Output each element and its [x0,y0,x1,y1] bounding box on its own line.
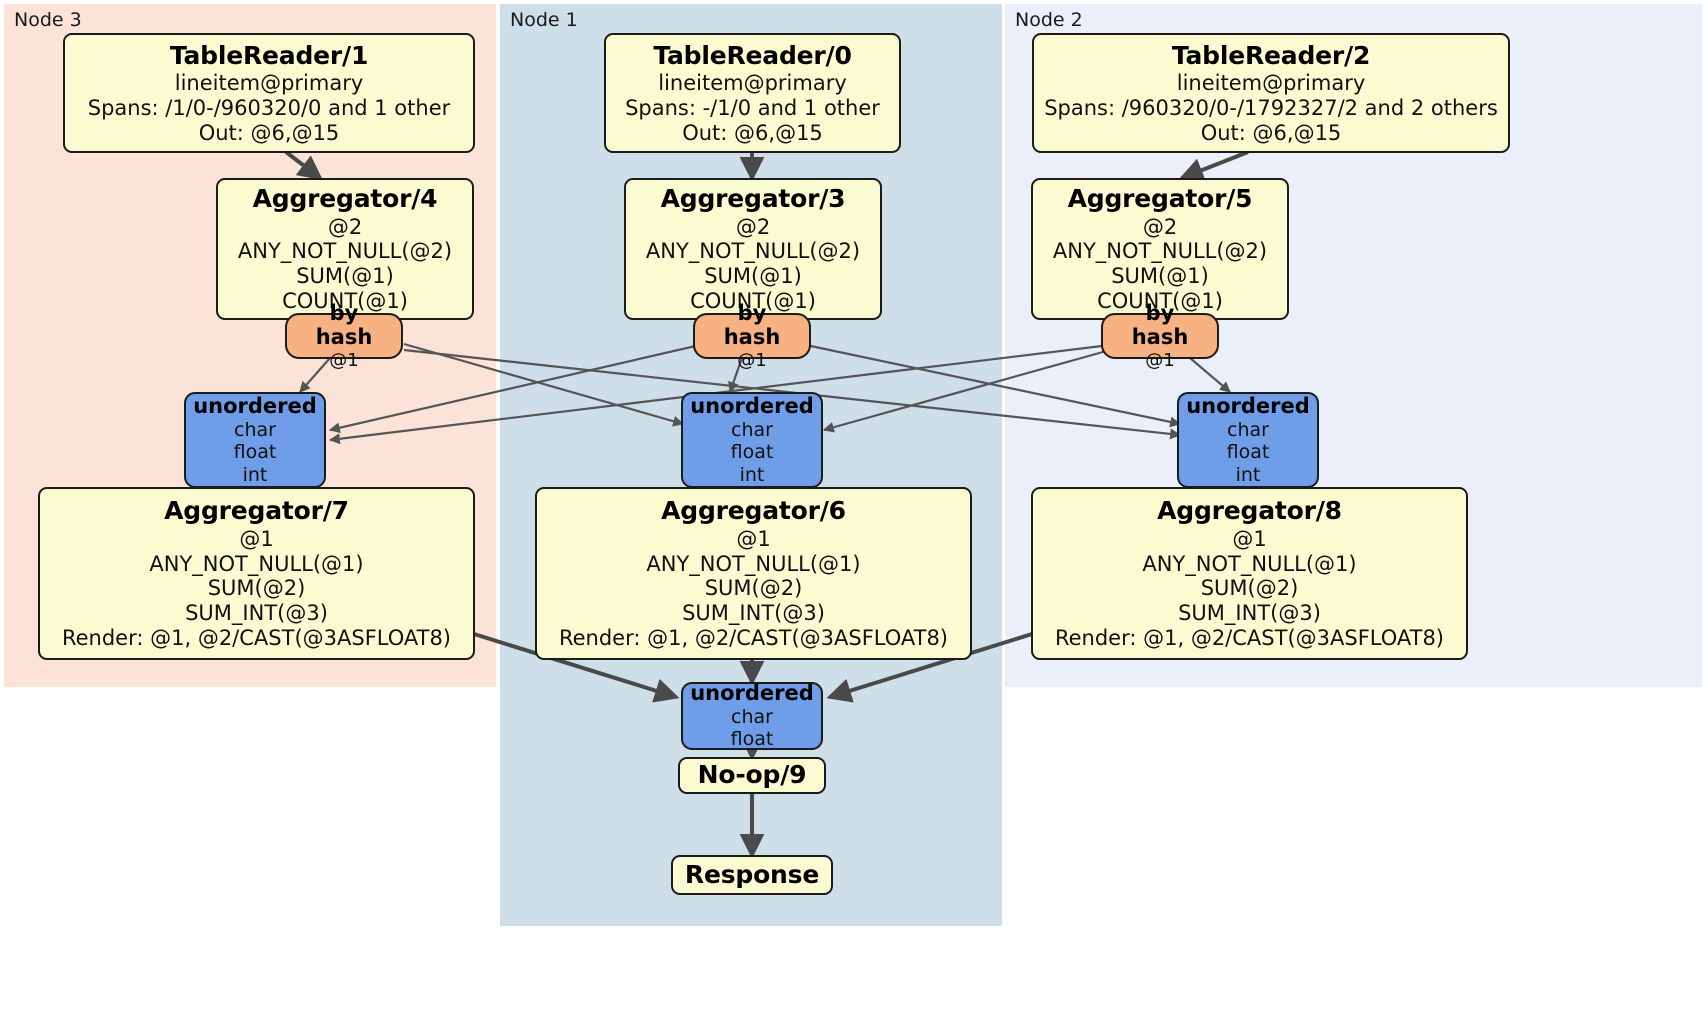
processor-detail-line: @1 [239,526,274,551]
processor-title: Aggregator/4 [252,184,438,214]
sync-detail-line: char [234,418,276,441]
input-synchronizer-unordered-left[interactable]: unordered char float int [184,392,326,488]
processor-detail-line: SUM_INT(@3) [1178,601,1321,626]
processor-detail-line: COUNT(@1) [282,289,408,314]
router-title: by hash [315,300,373,350]
processor-detail-line: Out: @6,@15 [1200,120,1342,145]
sync-detail-line: char [1227,418,1269,441]
processor-title: Aggregator/8 [1157,496,1342,526]
processor-detail-line: @2 [735,214,771,239]
processor-aggregator-6[interactable]: Aggregator/6 @1 ANY_NOT_NULL(@1) SUM(@2)… [535,487,972,660]
processor-title: No-op/9 [697,760,807,790]
processor-detail-line: lineitem@primary [174,71,364,96]
processor-detail-line: SUM(@2) [207,576,306,601]
processor-detail-line: COUNT(@1) [1097,289,1223,314]
sync-detail-line: float [1226,441,1270,464]
processor-title: Aggregator/6 [661,496,846,526]
processor-detail-line: ANY_NOT_NULL(@2) [237,239,453,264]
processor-detail-line: Spans: -/1/0 and 1 other [625,95,880,120]
router-detail-line: @1 [1145,350,1175,372]
output-router-by-hash-center[interactable]: by hash @1 [693,301,811,371]
processor-detail-line: ANY_NOT_NULL(@2) [1052,239,1268,264]
processor-detail-line: Render: @1, @2/CAST(@3ASFLOAT8) [558,625,949,650]
sync-title: unordered [690,394,814,419]
processor-detail-line: ANY_NOT_NULL(@1) [149,551,364,576]
processor-detail-line: Out: @6,@15 [682,120,823,145]
processor-title: Response [684,859,820,889]
processor-detail-line: COUNT(@1) [690,289,816,314]
processor-detail-line: SUM(@1) [704,264,802,289]
sync-title: unordered [690,681,814,706]
processor-detail-line: Spans: /1/0-/960320/0 and 1 other [87,95,451,120]
processor-detail-line: lineitem@primary [1176,71,1366,96]
processor-detail-line: SUM(@1) [1111,264,1209,289]
processor-title: Aggregator/7 [164,496,349,526]
sync-title: unordered [193,394,317,419]
processor-detail-line: SUM(@2) [1200,576,1299,601]
processor-title: TableReader/0 [653,40,852,70]
router-detail-line: @1 [329,350,359,372]
processor-detail-line: ANY_NOT_NULL(@2) [645,239,861,264]
processor-no-op-9[interactable]: No-op/9 [678,757,826,794]
processor-tablereader-2[interactable]: TableReader/2 lineitem@primary Spans: /9… [1032,33,1510,153]
processor-detail-line: SUM(@1) [296,264,394,289]
processor-detail-line: SUM_INT(@3) [682,601,825,626]
processor-tablereader-0[interactable]: TableReader/0 lineitem@primary Spans: -/… [604,33,901,153]
processor-title: TableReader/1 [169,40,369,70]
output-router-by-hash-left[interactable]: by hash @1 [285,301,403,371]
processor-detail-line: ANY_NOT_NULL(@1) [646,551,861,576]
input-synchronizer-unordered-center[interactable]: unordered char float int [681,392,823,488]
sync-detail-line: char [731,705,773,728]
processor-tablereader-1[interactable]: TableReader/1 lineitem@primary Spans: /1… [63,33,475,153]
processor-aggregator-3[interactable]: Aggregator/3 @2 ANY_NOT_NULL(@2) SUM(@1)… [624,178,882,320]
router-title: by hash [1131,300,1189,350]
processor-title: Aggregator/5 [1067,184,1253,214]
processor-title: Aggregator/3 [660,184,846,214]
processor-detail-line: @1 [1232,526,1267,551]
processor-aggregator-8[interactable]: Aggregator/8 @1 ANY_NOT_NULL(@1) SUM(@2)… [1031,487,1468,660]
sync-detail-line: float [730,441,774,464]
processor-detail-line: Render: @1, @2/CAST(@3ASFLOAT8) [61,625,452,650]
processor-detail-line: @2 [327,214,363,239]
sync-detail-line: char [731,418,773,441]
output-router-by-hash-right[interactable]: by hash @1 [1101,301,1219,371]
input-synchronizer-unordered-right[interactable]: unordered char float int [1177,392,1319,488]
panel-label-node-2: Node 2 [1015,9,1083,31]
sync-detail-line: float [233,441,277,464]
panel-label-node-1: Node 1 [510,9,578,31]
processor-detail-line: Render: @1, @2/CAST(@3ASFLOAT8) [1054,625,1445,650]
processor-detail-line: lineitem@primary [658,71,847,96]
sync-title: unordered [1186,394,1310,419]
processor-aggregator-7[interactable]: Aggregator/7 @1 ANY_NOT_NULL(@1) SUM(@2)… [38,487,475,660]
router-detail-line: @1 [737,350,767,372]
processor-aggregator-5[interactable]: Aggregator/5 @2 ANY_NOT_NULL(@2) SUM(@1)… [1031,178,1289,320]
processor-detail-line: @1 [736,526,771,551]
processor-detail-line: SUM(@2) [704,576,803,601]
processor-detail-line: @2 [1142,214,1178,239]
sync-detail-line: int [242,463,268,486]
processor-title: TableReader/2 [1171,40,1371,70]
sync-detail-line: float [730,728,774,751]
sync-detail-line: int [1235,463,1261,486]
input-synchronizer-unordered-final[interactable]: unordered char float [681,681,823,751]
processor-detail-line: Out: @6,@15 [198,120,340,145]
sync-detail-line: int [739,463,765,486]
processor-detail-line: ANY_NOT_NULL(@1) [1142,551,1357,576]
processor-detail-line: Spans: /960320/0-/1792327/2 and 2 others [1044,95,1498,120]
processor-response[interactable]: Response [671,855,833,895]
router-title: by hash [723,300,781,350]
processor-aggregator-4[interactable]: Aggregator/4 @2 ANY_NOT_NULL(@2) SUM(@1)… [216,178,474,320]
processor-detail-line: SUM_INT(@3) [185,601,328,626]
panel-label-node-3: Node 3 [14,9,82,31]
